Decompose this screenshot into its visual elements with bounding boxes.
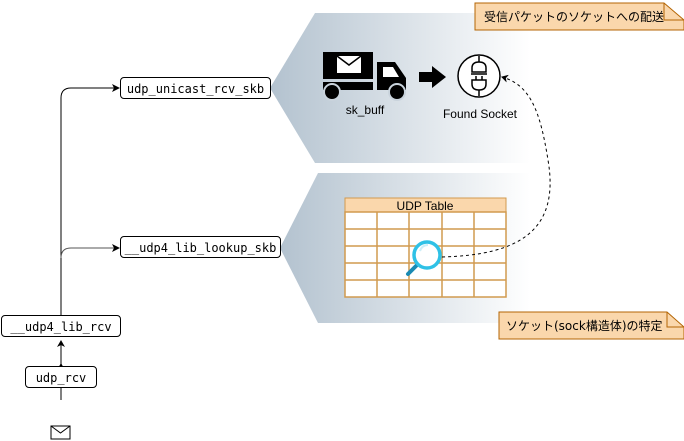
lookup-to-socket-connector [441, 74, 551, 258]
udp-table-title: UDP Table [397, 199, 454, 213]
sk-buff-label: sk_buff [345, 103, 385, 117]
plug-socket-icon [457, 54, 501, 98]
udp4-lib-rcv-box[interactable]: __udp4_lib_rcv [1, 315, 121, 337]
lookup-callout-text: ソケット(sock構造体)の特定 [506, 318, 663, 333]
connector-lib-rcv-to-lookup [60, 244, 120, 259]
right-arrow-icon [419, 66, 446, 88]
udp4-lib-lookup-skb-box[interactable]: __udp4_lib_lookup_skb [120, 236, 281, 258]
delivery-callout: 受信パケットのソケットへの配送 [474, 2, 684, 31]
found-socket-label: Found Socket [442, 107, 518, 121]
udp-rcv-box[interactable]: udp_rcv [25, 366, 97, 388]
delivery-callout-text: 受信パケットのソケットへの配送 [484, 9, 664, 24]
delivery-truck-icon [323, 52, 406, 101]
envelope-icon [50, 425, 71, 440]
udp-unicast-rcv-skb-box[interactable]: udp_unicast_rcv_skb [120, 77, 271, 99]
connector-lib-rcv-up [60, 84, 120, 318]
lookup-callout: ソケット(sock構造体)の特定 [498, 311, 684, 340]
magnifier-icon [406, 240, 442, 276]
